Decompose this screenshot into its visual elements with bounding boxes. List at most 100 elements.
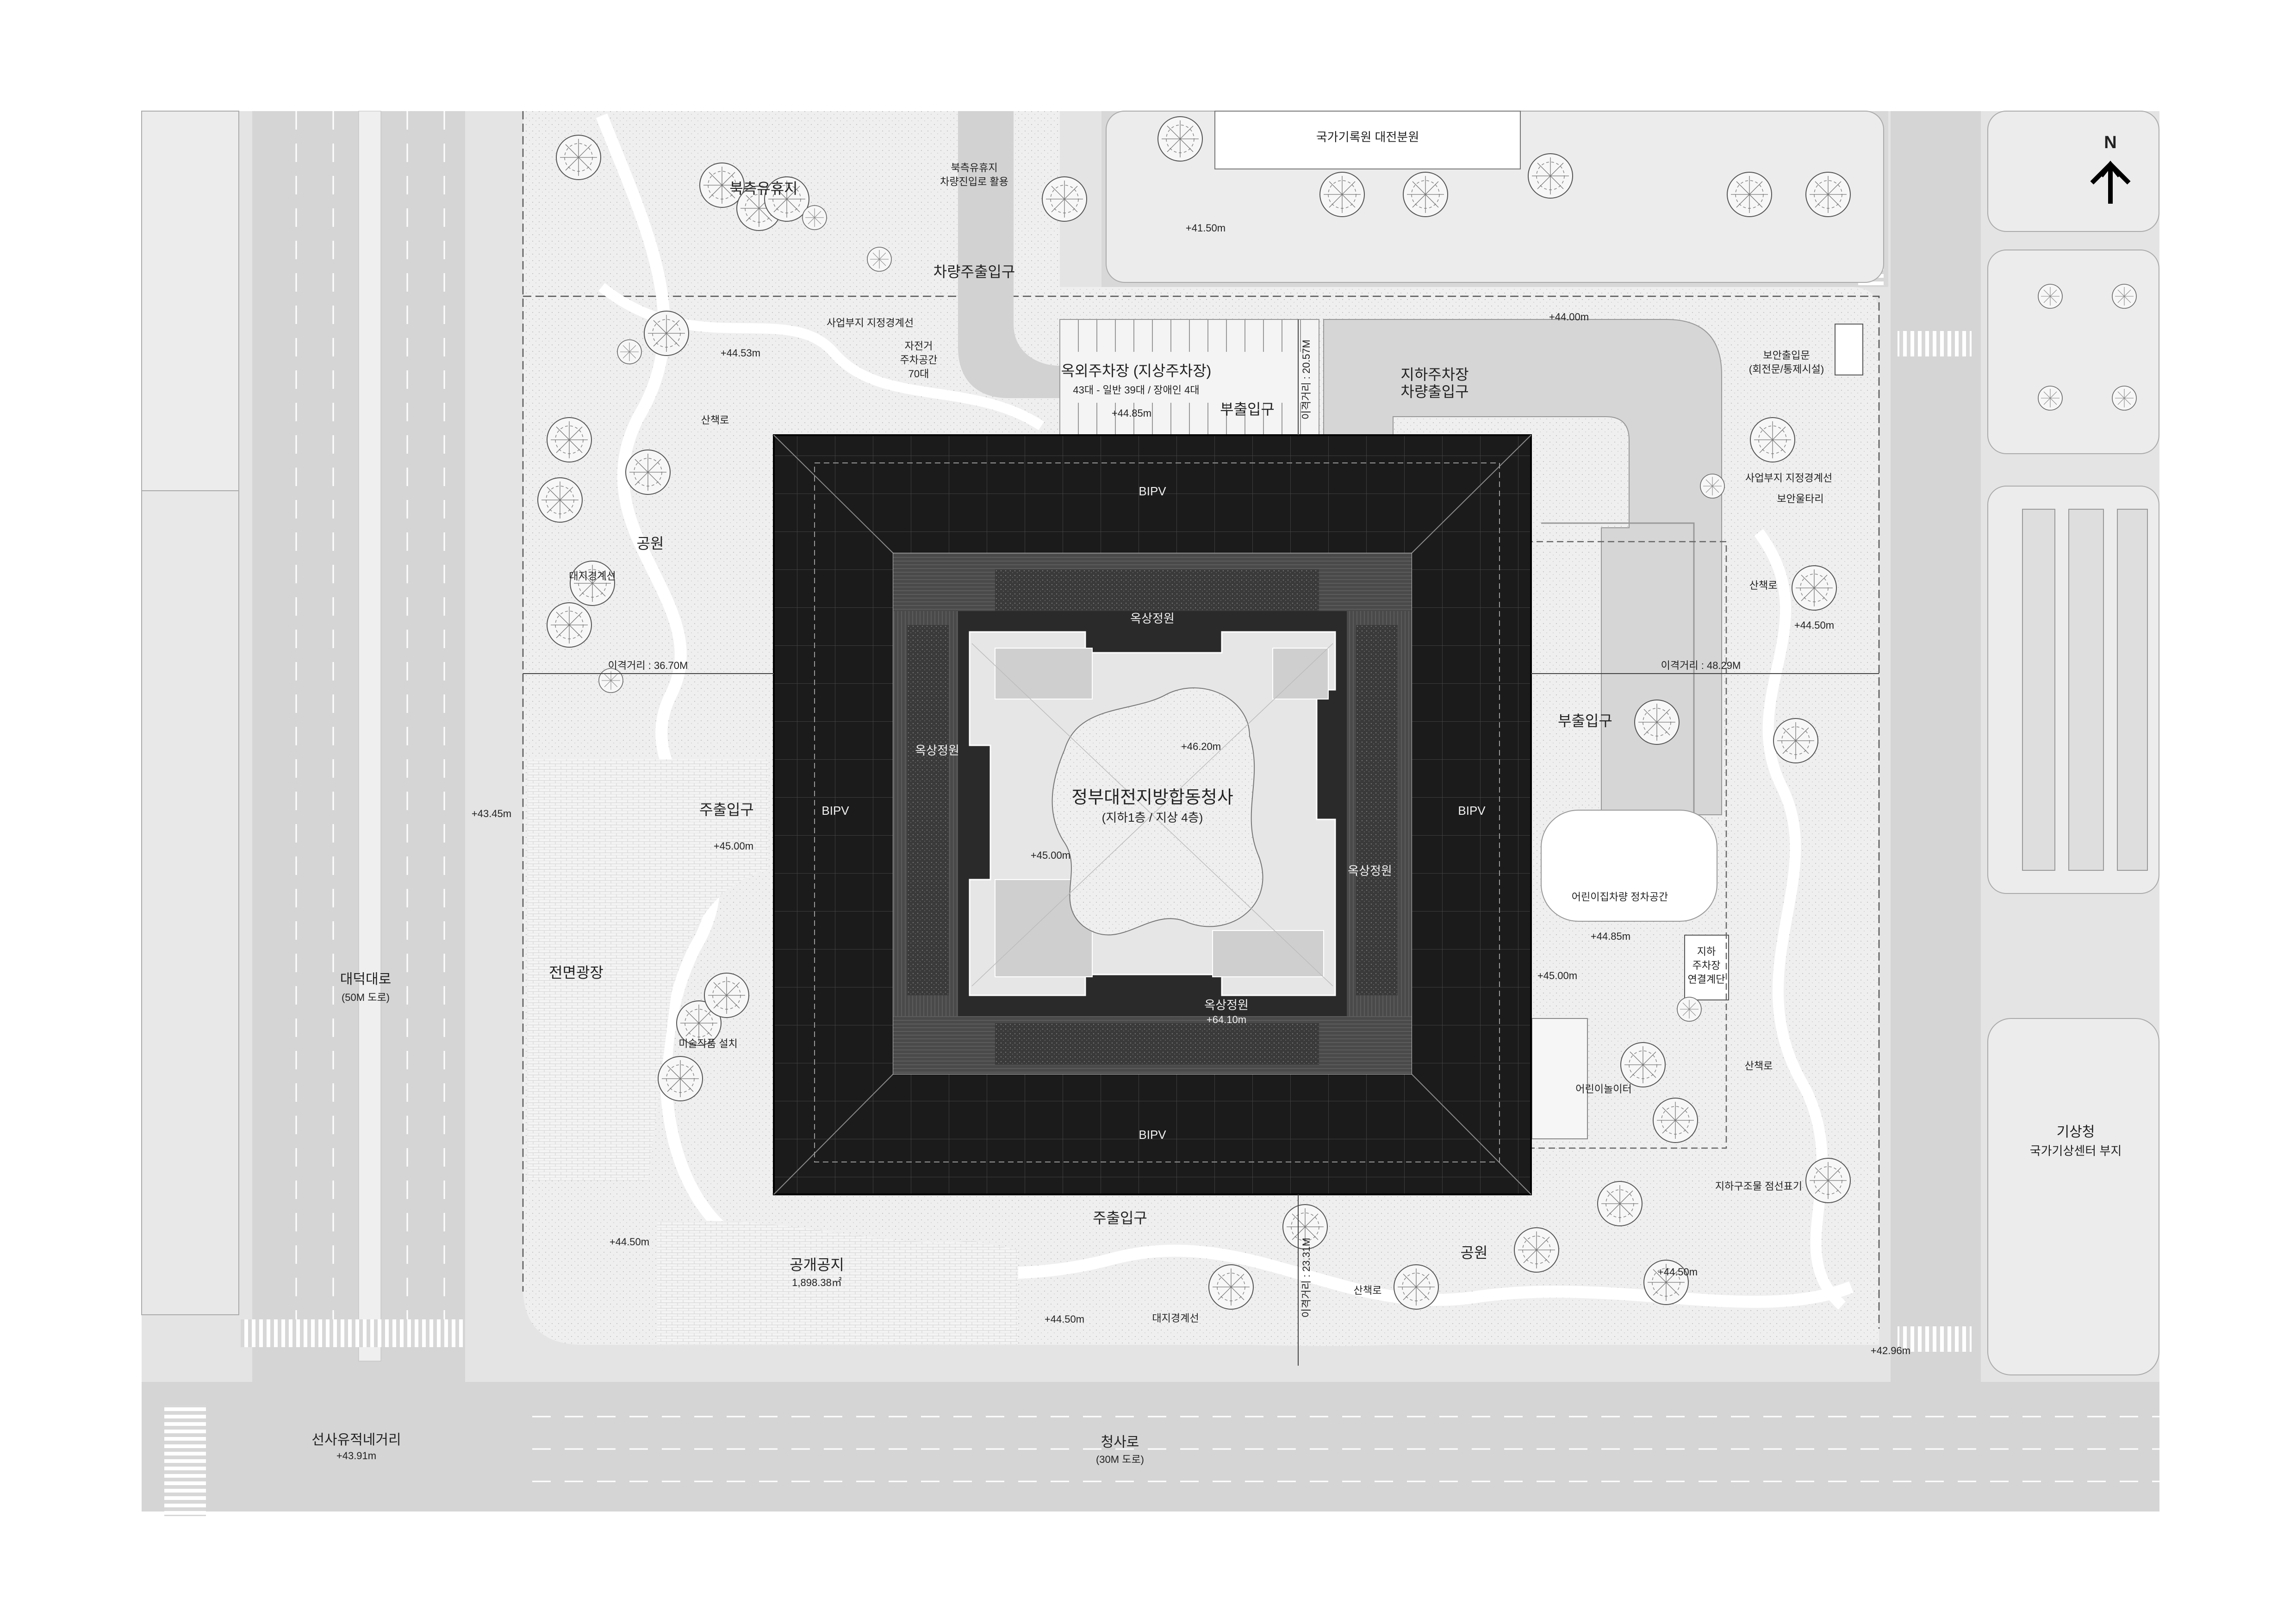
label-park-s: 공원 — [1461, 1244, 1488, 1261]
daedeok-median — [358, 111, 381, 1362]
label-kids-parking: 어린이집차량 정차공간 — [1572, 891, 1668, 903]
roof-garden-s: 옥상정원 — [1204, 998, 1249, 1012]
ug-structure-dash — [1486, 541, 1727, 1149]
elev-4485a: +44.85m — [1112, 407, 1151, 419]
bipv-south: BIPV — [1139, 1128, 1166, 1142]
label-site-boundary-designated-e: 사업부지 지정경계선 — [1745, 472, 1832, 484]
label-artwork: 미술작품 설치 — [678, 1038, 738, 1049]
road-daedeok-name: 대덕대로 — [340, 972, 391, 987]
north-label: N — [2104, 133, 2116, 152]
label-site-boundary-s: 대지경계선 — [1152, 1312, 1199, 1324]
cheongsa-lanes — [532, 1416, 2159, 1482]
crosswalk-e — [1898, 331, 1972, 356]
label-security-fence: 보안울타리 — [1777, 493, 1823, 505]
label-distance-w: 이격거리 : 36.70M — [608, 660, 688, 671]
elev-4485b: +44.85m — [1591, 931, 1630, 942]
west-block-upper — [141, 111, 239, 491]
roof-garden-w: 옥상정원 — [915, 743, 959, 757]
label-ug-stair-3: 연결계단 — [1688, 974, 1725, 985]
elev-4450e: +44.50m — [1045, 1313, 1084, 1325]
label-walkway-e: 산책로 — [1745, 1060, 1773, 1072]
label-ug-parking-2: 차량출입구 — [1400, 383, 1468, 400]
label-north-rest: 북측유휴지 — [729, 180, 797, 197]
label-north-rest-note-1: 북측유휴지 — [951, 162, 997, 174]
label-ug-marker: 지하구조물 점선표기 — [1715, 1181, 1802, 1192]
kma-block — [1987, 1018, 2159, 1375]
archives-building — [1214, 111, 1521, 169]
open-space-plaza — [657, 1220, 1018, 1345]
underground-ramp — [1323, 319, 1722, 815]
elev-4450se: +44.50m — [1658, 1266, 1698, 1278]
label-sub-entrance-n: 부출입구 — [1220, 401, 1275, 418]
label-distance-e: 이격거리 : 48.29M — [1661, 660, 1741, 671]
label-park-w: 공원 — [637, 535, 664, 552]
building-floors: (지하1층 / 지상 4층) — [1102, 811, 1203, 824]
kids-parking-area — [1541, 810, 1717, 922]
roof-elev: +64.10m — [1207, 1014, 1246, 1025]
court-elev: +46.20m — [1181, 741, 1221, 752]
label-open-space: 공개공지 — [790, 1256, 844, 1273]
elev-4450nw: +44.50m — [1794, 619, 1834, 631]
east-building-bars — [2022, 509, 2148, 871]
label-outdoor-parking-count: 43대 - 일반 39대 / 장애인 4대 — [1073, 384, 1199, 396]
road-cheongsa-name: 청사로 — [1101, 1435, 1139, 1450]
cheongsa-road — [142, 1382, 2159, 1512]
label-distance-s: 이격거리 : 23.31M — [1300, 1238, 1312, 1318]
label-distance-n: 이격거리 : 20.57M — [1300, 340, 1312, 420]
elev-4400: +44.00m — [1549, 311, 1589, 323]
label-open-space-area: 1,898.38㎡ — [792, 1277, 842, 1288]
label-sub-entrance-e: 부출입구 — [1558, 712, 1612, 729]
elev-4500e: +45.00m — [1537, 970, 1577, 981]
neighbor-kma-2: 국가기상센터 부지 — [2030, 1144, 2122, 1158]
label-front-plaza: 전면광장 — [549, 964, 604, 981]
label-site-boundary-designated: 사업부지 지정경계선 — [827, 317, 914, 329]
neighbor-kma-1: 기상청 — [2057, 1124, 2095, 1140]
crosswalk-sw-left — [164, 1405, 206, 1516]
neighbor-archives: 국가기록원 대전분원 — [1316, 130, 1419, 144]
label-site-boundary-w: 대지경계선 — [569, 570, 616, 582]
roof-garden-n: 옥상정원 — [1130, 612, 1175, 625]
label-vehicle-entry: 차량주출입구 — [933, 263, 1015, 280]
intersection-elev: +43.91m — [336, 1450, 376, 1462]
label-bicycle-1: 자전거 — [905, 340, 933, 352]
label-bicycle-3: 70대 — [908, 368, 929, 380]
ug-stair-box — [1684, 935, 1729, 1000]
label-north-rest-note-2: 차량진입로 활용 — [940, 176, 1008, 187]
walkway-path-east — [1754, 529, 1846, 1310]
bipv-west: BIPV — [821, 804, 849, 818]
ground-elev: +45.00m — [1031, 849, 1070, 861]
label-ug-stair-1: 지하 — [1697, 946, 1716, 957]
crosswalk-se — [1898, 1326, 1972, 1352]
crosswalk-sw-top — [241, 1319, 463, 1347]
west-block-lower — [141, 490, 239, 1315]
elev-4345: +43.45m — [472, 808, 511, 819]
bipv-east: BIPV — [1458, 804, 1486, 818]
front-plaza — [528, 759, 768, 1181]
label-walkway-nw: 산책로 — [701, 414, 729, 426]
roof-garden-e: 옥상정원 — [1348, 864, 1392, 878]
north-arrow-icon — [2090, 160, 2131, 204]
elev-4500w: +45.00m — [714, 840, 753, 852]
label-walkway-ne: 산책로 — [1749, 580, 1778, 591]
label-walkway-s: 산책로 — [1354, 1285, 1382, 1296]
parking-stalls — [1078, 319, 1301, 435]
label-security-1: 보안출입문 — [1763, 350, 1810, 361]
label-outdoor-parking: 옥외주차장 (지상주차장) — [1061, 362, 1212, 379]
label-ug-parking-1: 지하주차장 — [1400, 366, 1468, 383]
elev-4450sw: +44.50m — [610, 1236, 649, 1248]
bipv-north: BIPV — [1139, 484, 1166, 498]
label-main-entrance-s: 주출입구 — [1093, 1210, 1147, 1226]
main-building — [773, 434, 1532, 1195]
elev-4150: +41.50m — [1186, 222, 1226, 234]
building-name: 정부대전지방합동청사 — [1071, 788, 1233, 807]
road-cheongsa-width: (30M 도로) — [1096, 1454, 1144, 1465]
north-drive — [958, 111, 1060, 398]
east-block-ne — [1987, 250, 2159, 454]
road-daedeok-width: (50M 도로) — [342, 992, 390, 1003]
label-ug-stair-2: 주차장 — [1692, 960, 1721, 971]
east-road — [1891, 111, 1981, 1382]
playground-area — [1531, 1018, 1588, 1139]
label-bicycle-2: 주차공간 — [900, 354, 938, 366]
east-block-top — [1987, 111, 2159, 232]
